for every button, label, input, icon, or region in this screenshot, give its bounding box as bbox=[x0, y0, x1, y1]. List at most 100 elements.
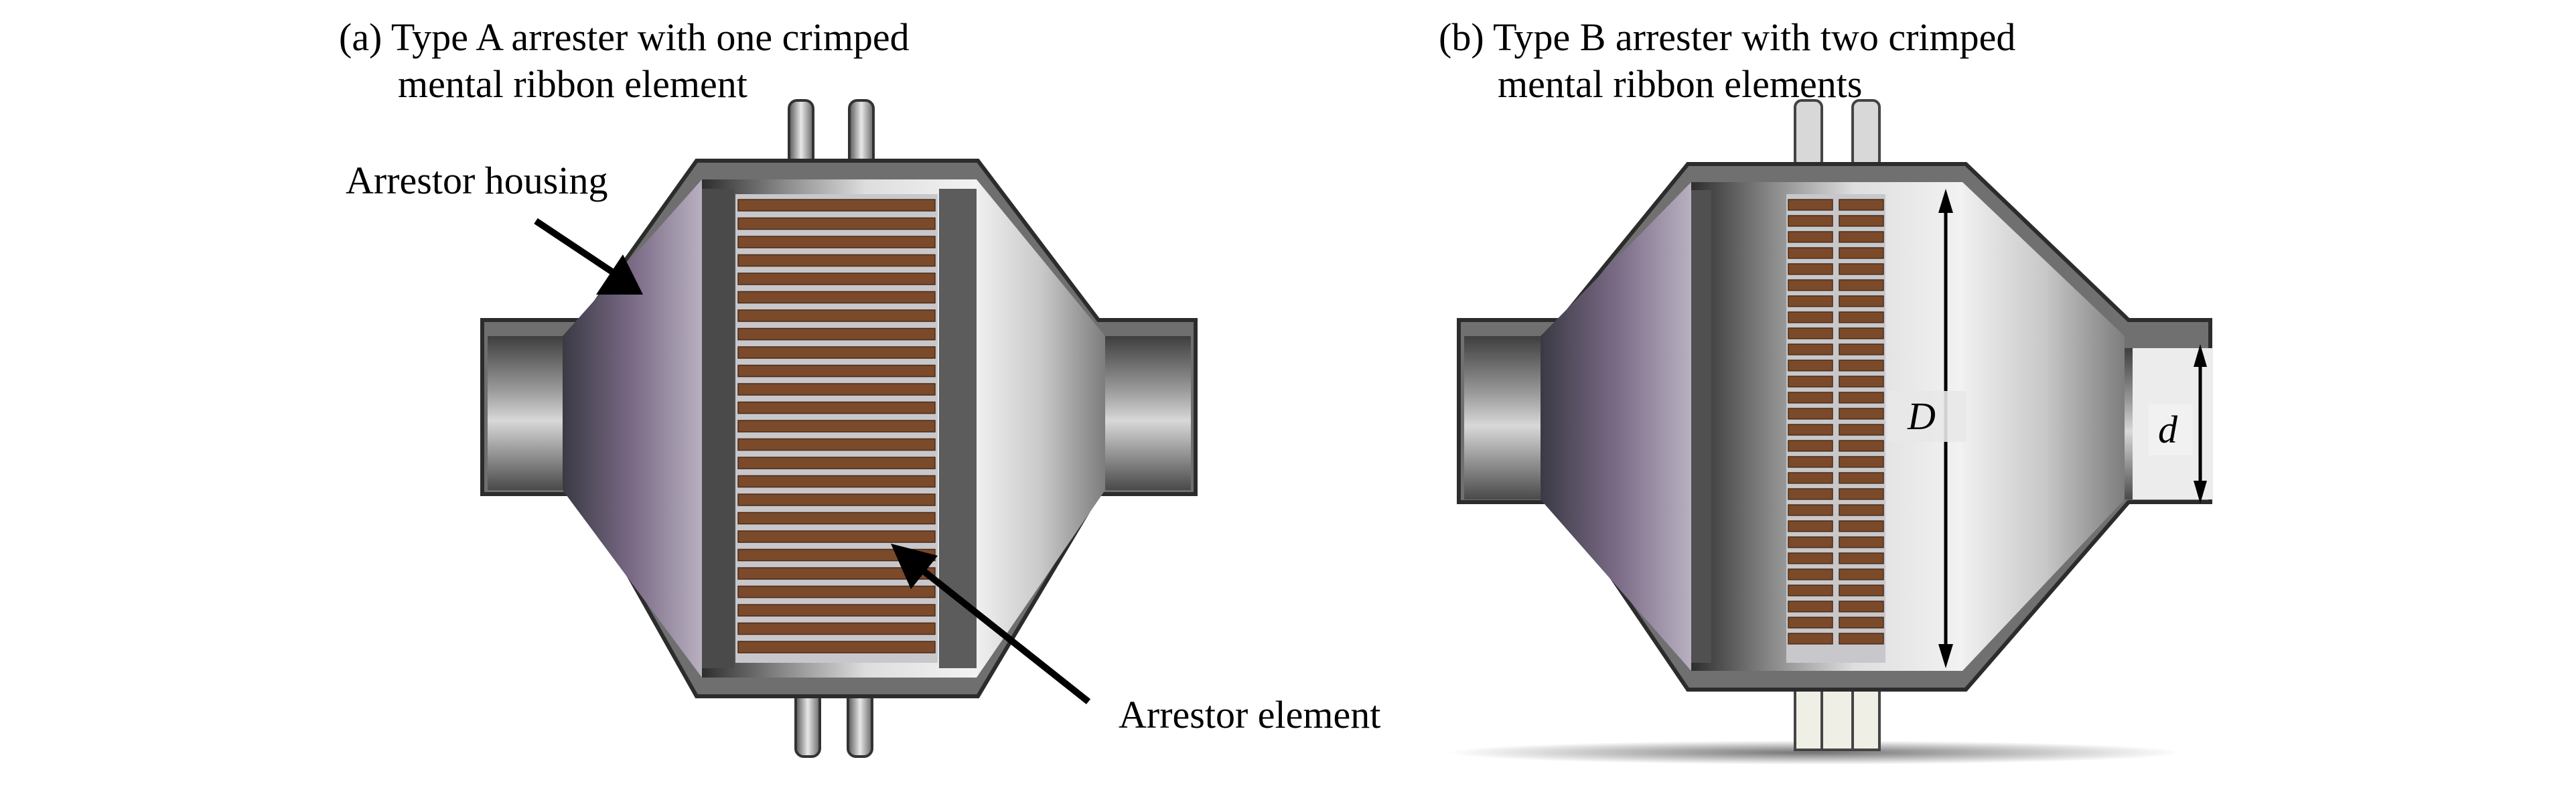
ribbon-b2-slat bbox=[1839, 231, 1884, 243]
caption-b-line2: mental ribbon elements bbox=[1498, 62, 1863, 106]
ribbon-b2-slat bbox=[1839, 472, 1884, 484]
ribbon-a-slat bbox=[737, 475, 936, 488]
ribbon-b2-slat bbox=[1839, 279, 1884, 291]
ribbon-b1-slat bbox=[1788, 360, 1833, 372]
ribbon-a-slat bbox=[737, 622, 936, 635]
ribbon-a-slat bbox=[737, 401, 936, 414]
dimension-D bbox=[1887, 189, 1966, 668]
ribbon-b1-slat bbox=[1788, 215, 1833, 227]
ribbon-b1-slat bbox=[1788, 343, 1833, 356]
top-flange-b bbox=[1794, 99, 1881, 169]
ribbon-b1-slat bbox=[1788, 327, 1833, 339]
ribbon-b2-slat bbox=[1839, 392, 1884, 404]
ribbon-b2-slat bbox=[1839, 424, 1884, 436]
inlet-cone-b bbox=[1541, 182, 1691, 671]
ribbon-a-slat bbox=[737, 512, 936, 525]
ribbon-b1-slat bbox=[1788, 536, 1833, 548]
ribbon-b1-slat bbox=[1788, 279, 1833, 291]
ribbon-b1-slat bbox=[1788, 247, 1833, 259]
ribbon-b2-slat bbox=[1839, 536, 1884, 548]
ribbon-b1-slat bbox=[1788, 504, 1833, 516]
ribbon-a-slat bbox=[737, 236, 936, 248]
arrestor-element-a bbox=[735, 194, 938, 663]
ribbon-b1-slat bbox=[1788, 633, 1833, 645]
ribbon-a-slat bbox=[737, 585, 936, 599]
ribbon-b1-slat bbox=[1788, 552, 1833, 564]
caption-a-line1: (a) Type A arrester with one crimped bbox=[339, 15, 910, 59]
ribbon-b1-slat bbox=[1788, 584, 1833, 597]
ribbon-a-slat bbox=[737, 254, 936, 267]
ribbon-b2-slat bbox=[1839, 617, 1884, 629]
ribbon-b1-slat bbox=[1788, 601, 1833, 613]
ribbon-b2-slat bbox=[1839, 311, 1884, 323]
ribbon-b2-slat bbox=[1839, 584, 1884, 597]
ribbon-a-slat bbox=[737, 346, 936, 359]
ribbon-b1-slat bbox=[1788, 488, 1833, 500]
ribbon-a-slat bbox=[737, 327, 936, 341]
ribbon-b2-slat bbox=[1839, 504, 1884, 516]
ribbon-b2-slat bbox=[1839, 633, 1884, 645]
ribbon-a-slat bbox=[737, 438, 936, 451]
ribbon-b2-slat bbox=[1839, 568, 1884, 580]
ribbon-b2-slat bbox=[1839, 456, 1884, 468]
ribbon-a-slat bbox=[737, 364, 936, 378]
dimension-d bbox=[2149, 344, 2207, 503]
ribbon-b2-slat bbox=[1839, 247, 1884, 259]
ribbon-b1-slat bbox=[1788, 520, 1833, 532]
outlet-pipe-a bbox=[1105, 336, 1191, 490]
ribbon-b1-slat bbox=[1788, 295, 1833, 307]
ribbon-b1-slat bbox=[1788, 617, 1833, 629]
bottom-flange-b bbox=[1794, 688, 1881, 751]
element-arrow bbox=[902, 553, 1091, 704]
ribbon-b1-slat bbox=[1788, 263, 1833, 275]
ribbon-b2-slat bbox=[1839, 263, 1884, 275]
ribbon-b2-slat bbox=[1839, 520, 1884, 532]
ribbon-b1-slat bbox=[1788, 472, 1833, 484]
ribbon-b2-slat bbox=[1839, 215, 1884, 227]
ribbon-a-slat bbox=[737, 272, 936, 285]
ribbon-b1-slat bbox=[1788, 376, 1833, 388]
ribbon-b1-slat bbox=[1788, 456, 1833, 468]
ribbon-b2-slat bbox=[1839, 440, 1884, 452]
ribbon-b2-slat bbox=[1839, 327, 1884, 339]
ribbon-b2-slat bbox=[1839, 488, 1884, 500]
ribbon-b2-slat bbox=[1839, 295, 1884, 307]
ribbon-a-slat bbox=[737, 383, 936, 396]
ribbon-a-slat bbox=[737, 420, 936, 433]
ribbon-b1-slat bbox=[1788, 424, 1833, 436]
label-D: D bbox=[1908, 394, 1936, 438]
ribbon-b2-slat bbox=[1839, 199, 1884, 211]
ribbon-b1-slat bbox=[1788, 199, 1833, 211]
arrester-b bbox=[1447, 99, 2213, 765]
ribbon-b2-slat bbox=[1839, 552, 1884, 564]
ribbon-b2-slat bbox=[1839, 376, 1884, 388]
outlet-cone-a bbox=[977, 179, 1105, 678]
ribbon-b1-slat bbox=[1788, 568, 1833, 580]
ribbon-a-slat bbox=[737, 604, 936, 617]
ribbon-a-slat bbox=[737, 199, 936, 212]
ribbon-b1-slat bbox=[1788, 311, 1833, 323]
bottom-flange-a bbox=[794, 682, 873, 758]
arrester-a bbox=[480, 99, 1198, 758]
caption-b-line1: (b) Type B arrester with two crimped bbox=[1439, 15, 2016, 59]
ribbon-a-slat bbox=[737, 493, 936, 506]
ribbon-a-slat bbox=[737, 217, 936, 230]
inlet-cone-a bbox=[563, 179, 702, 678]
label-arrestor-housing: Arrestor housing bbox=[346, 159, 608, 202]
ribbon-a-slat bbox=[737, 567, 936, 580]
label-d: d bbox=[2158, 408, 2177, 451]
ribbon-a-slat bbox=[737, 291, 936, 304]
ribbon-a-slat bbox=[737, 641, 936, 653]
ribbon-b1-slat bbox=[1788, 440, 1833, 452]
ribbon-b2-slat bbox=[1839, 408, 1884, 420]
ribbon-b2-slat bbox=[1839, 601, 1884, 613]
ribbon-b2-slat bbox=[1839, 360, 1884, 372]
outlet-cone-b bbox=[1962, 182, 2125, 671]
ribbon-a-slat bbox=[737, 457, 936, 469]
ribbon-a-slat bbox=[737, 530, 936, 543]
ribbon-b1-slat bbox=[1788, 408, 1833, 420]
caption-a-line2: mental ribbon element bbox=[398, 62, 747, 106]
ribbon-a-slat bbox=[737, 309, 936, 322]
